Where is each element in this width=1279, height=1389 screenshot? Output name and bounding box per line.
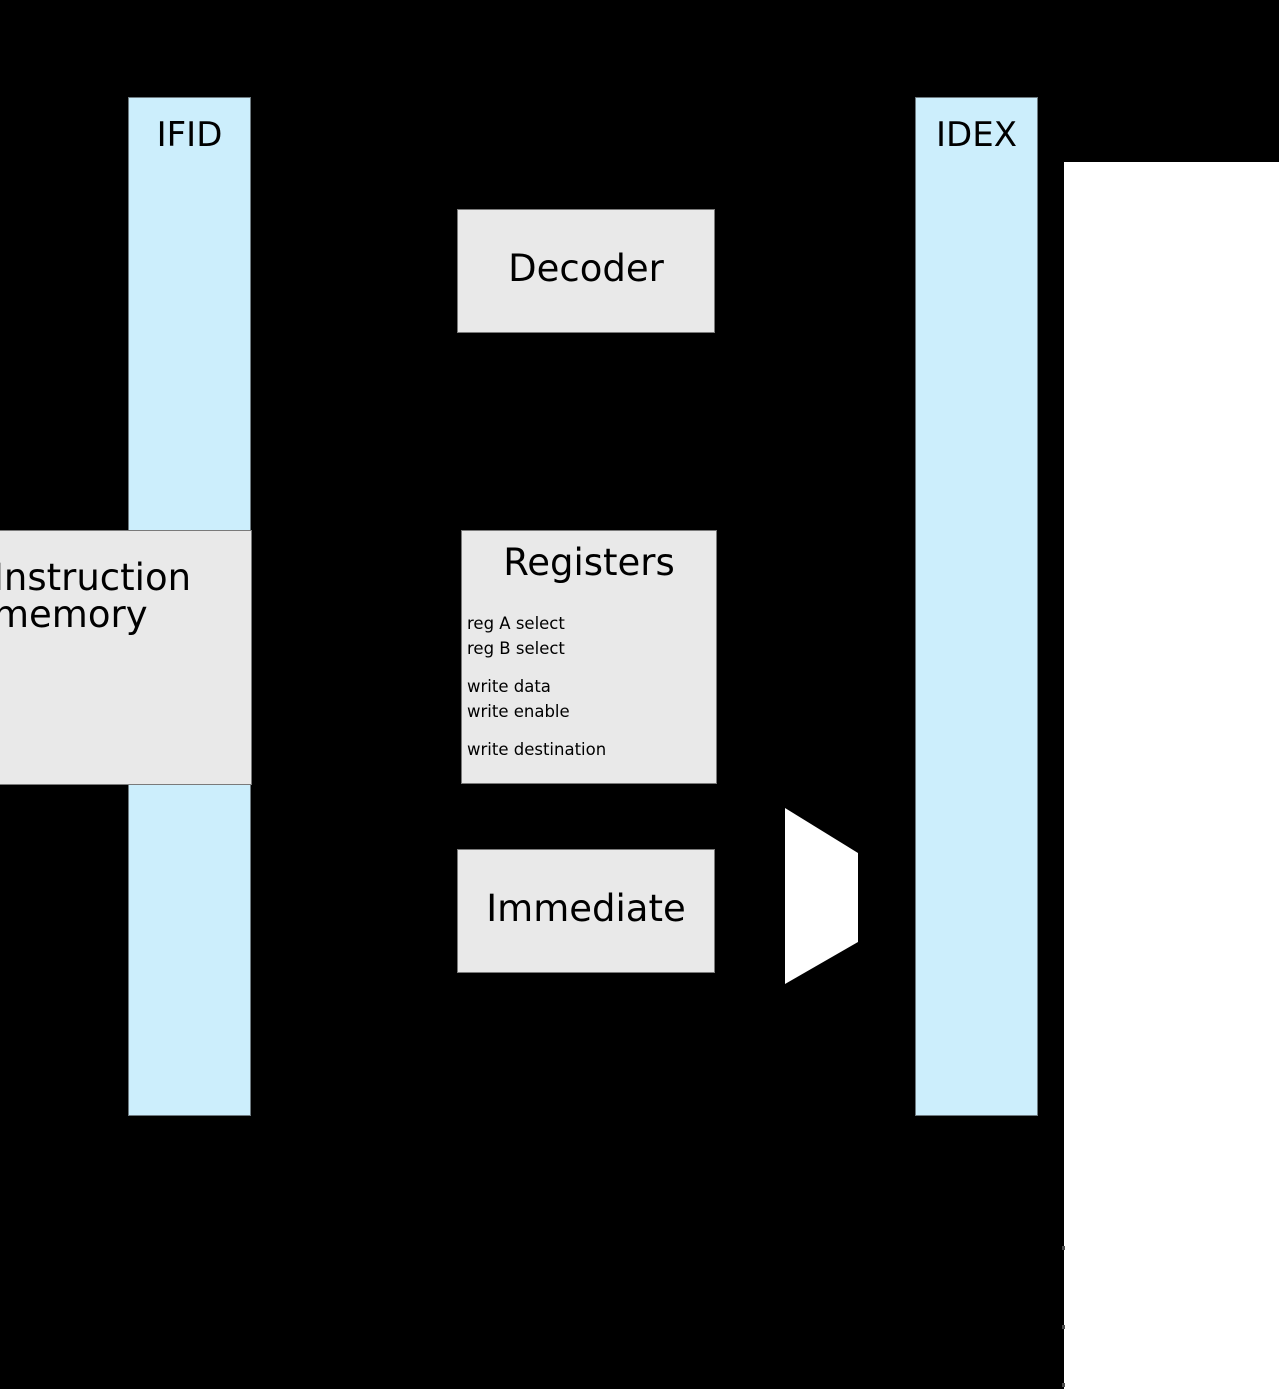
multiplexer-shape <box>785 808 858 984</box>
edge-artifact <box>1062 1325 1065 1329</box>
multiplexer[interactable] <box>785 808 858 984</box>
pipeline-register-ifid-label: IFID <box>156 115 223 155</box>
registers-port-reg-a-select: reg A select <box>467 614 565 633</box>
registers-port-list: reg A select reg B select write data wri… <box>467 611 712 775</box>
unit-registers-label: Registers <box>503 541 675 584</box>
registers-port-reg-b-select: reg B select <box>467 639 565 659</box>
pipeline-register-idex-label: IDEX <box>936 115 1017 155</box>
unit-instruction-memory[interactable]: Instruction memory <box>0 530 252 785</box>
unit-instruction-memory-label: Instruction memory <box>0 559 241 633</box>
registers-port-write-data: write data <box>467 677 551 697</box>
edge-artifact <box>1062 1383 1065 1387</box>
registers-port-group: write destination <box>467 737 712 762</box>
unit-registers[interactable]: Registers reg A select reg B select writ… <box>461 530 717 784</box>
registers-port-group: reg A select reg B select <box>467 611 712 661</box>
unit-decoder[interactable]: Decoder <box>457 209 715 333</box>
pipeline-register-idex[interactable]: IDEX <box>915 97 1038 1116</box>
unit-decoder-label: Decoder <box>508 247 664 290</box>
unit-immediate[interactable]: Immediate <box>457 849 715 973</box>
edge-artifact <box>1062 1246 1065 1250</box>
unit-immediate-label: Immediate <box>486 887 686 930</box>
registers-port-write-enable: write enable <box>467 702 570 722</box>
unit-instruction-memory-label-line2: memory <box>0 593 148 636</box>
registers-port-write-destination: write destination <box>467 740 607 760</box>
registers-port-group: write data write enable <box>467 674 712 724</box>
unit-instruction-memory-label-line1: Instruction <box>0 556 192 599</box>
